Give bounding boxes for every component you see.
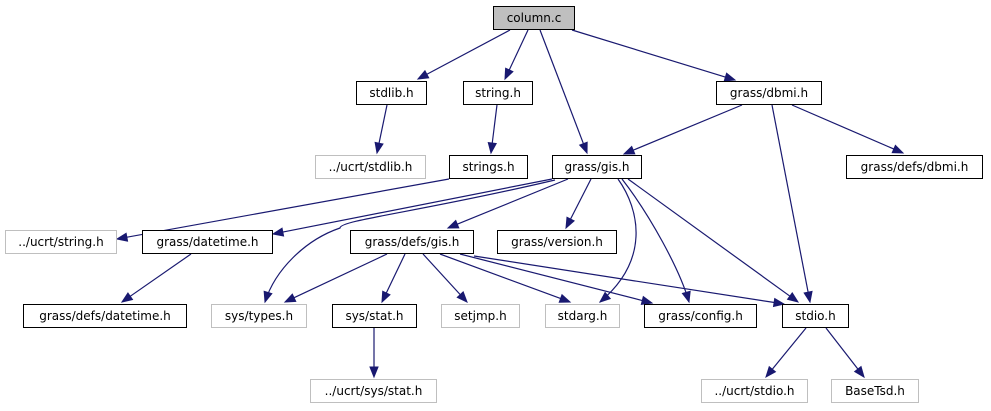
edge-grass-gis-h-to-stdio-h bbox=[627, 178, 792, 298]
edge-grass-gis-h-to-grass-version-h-arrowhead bbox=[565, 216, 575, 230]
edge-grass-defs-gis-h-to-stdarg-h-arrowhead bbox=[558, 293, 572, 303]
edge-grass-datetime-h-to-grass-defs-datetime-h bbox=[128, 253, 192, 298]
edge-strings-h-to-ucrt-string-h-arrowhead bbox=[115, 232, 129, 242]
edge-grass-defs-gis-h-to-setjmp-h bbox=[422, 253, 463, 297]
node-ucrt-stdlib-h: ../ucrt/stdlib.h bbox=[315, 155, 426, 179]
edge-grass-dbmi-h-to-grass-defs-dbmi-h-arrowhead bbox=[891, 144, 905, 154]
edge-column-c-to-string-h-arrowhead bbox=[504, 67, 514, 81]
edge-sys-stat-h-to-ucrt-sys-stat-h-arrowhead bbox=[369, 366, 379, 379]
edge-grass-defs-gis-h-to-stdio-h bbox=[473, 255, 777, 304]
edge-column-c-to-stdlib-h-arrowhead bbox=[416, 69, 430, 80]
edge-string-h-to-strings-h bbox=[491, 104, 498, 146]
edge-grass-gis-h-to-sys-types-h-arrowhead bbox=[263, 290, 273, 304]
node-grass-defs-gis-h[interactable]: grass/defs/gis.h bbox=[350, 230, 474, 254]
node-grass-defs-dbmi-h[interactable]: grass/defs/dbmi.h bbox=[846, 155, 983, 179]
node-grass-datetime-h[interactable]: grass/datetime.h bbox=[142, 230, 273, 254]
edge-grass-gis-h-to-grass-defs-gis-h bbox=[455, 178, 569, 226]
edge-column-c-to-grass-gis-h-arrowhead bbox=[578, 141, 588, 155]
node-grass-version-h[interactable]: grass/version.h bbox=[497, 230, 617, 254]
edge-stdlib-h-to-ucrt-stdlib-h bbox=[378, 104, 388, 146]
node-ucrt-stdio-h: ../ucrt/stdio.h bbox=[701, 379, 808, 403]
node-ucrt-string-h: ../ucrt/string.h bbox=[5, 230, 117, 254]
edge-grass-gis-h-to-grass-datetime-h-arrowhead bbox=[271, 227, 285, 237]
edge-column-c-to-grass-dbmi-h-arrowhead bbox=[723, 72, 737, 82]
node-grass-gis-h[interactable]: grass/gis.h bbox=[552, 155, 642, 179]
node-column-c[interactable]: column.c bbox=[493, 6, 575, 30]
edge-grass-defs-gis-h-to-setjmp-h-arrowhead bbox=[456, 291, 468, 303]
edge-grass-dbmi-h-to-grass-gis-h bbox=[631, 104, 743, 152]
edge-column-c-to-grass-dbmi-h bbox=[571, 29, 728, 79]
node-sys-stat-h[interactable]: sys/stat.h bbox=[332, 304, 417, 328]
node-ucrt-sys-stat-h: ../ucrt/sys/stat.h bbox=[310, 379, 437, 403]
edge-stdio-h-to-ucrt-stdio-h bbox=[770, 327, 807, 372]
node-stdlib-h[interactable]: stdlib.h bbox=[356, 81, 427, 105]
edge-stdlib-h-to-ucrt-stdlib-h-arrowhead bbox=[374, 141, 384, 155]
node-basetsd-h: BaseTsd.h bbox=[831, 379, 919, 403]
edge-strings-h-to-ucrt-string-h bbox=[124, 178, 450, 239]
edge-grass-defs-gis-h-to-stdarg-h bbox=[439, 253, 563, 300]
node-setjmp-h: setjmp.h bbox=[441, 304, 520, 328]
edge-stdio-h-to-basetsd-h bbox=[825, 327, 860, 372]
node-strings-h[interactable]: strings.h bbox=[449, 155, 528, 179]
edge-grass-gis-h-to-grass-datetime-h bbox=[280, 178, 553, 234]
node-grass-defs-datetime-h[interactable]: grass/defs/datetime.h bbox=[23, 304, 187, 328]
edge-grass-gis-h-to-sys-types-h bbox=[264, 179, 556, 303]
edge-grass-defs-gis-h-to-sys-stat-h-arrowhead bbox=[381, 290, 391, 304]
edge-column-c-to-string-h bbox=[507, 29, 529, 73]
edge-grass-defs-gis-h-to-sys-types-h-arrowhead bbox=[283, 293, 297, 303]
edge-grass-defs-gis-h-to-sys-types-h bbox=[291, 253, 388, 300]
edge-grass-defs-gis-h-to-grass-config-h bbox=[459, 253, 645, 302]
edge-column-c-to-stdlib-h bbox=[424, 29, 511, 76]
edge-grass-defs-gis-h-to-stdio-h-arrowhead bbox=[772, 297, 786, 308]
edge-string-h-to-strings-h-arrowhead bbox=[487, 141, 498, 155]
edge-grass-gis-h-to-stdarg-h bbox=[599, 178, 637, 303]
edge-grass-gis-h-to-grass-config-h bbox=[621, 178, 690, 303]
edge-grass-gis-h-to-stdio-h-arrowhead bbox=[786, 292, 800, 303]
edge-grass-dbmi-h-to-grass-defs-dbmi-h bbox=[791, 104, 896, 151]
node-stdarg-h: stdarg.h bbox=[545, 304, 620, 328]
node-string-h[interactable]: string.h bbox=[463, 81, 533, 105]
node-grass-config-h[interactable]: grass/config.h bbox=[644, 304, 757, 328]
edge-grass-dbmi-h-to-grass-gis-h-arrowhead bbox=[622, 145, 636, 155]
edge-grass-defs-gis-h-to-sys-stat-h bbox=[384, 253, 406, 296]
edge-grass-gis-h-to-stdarg-h-arrowhead bbox=[598, 291, 612, 303]
edge-grass-gis-h-to-grass-version-h bbox=[569, 178, 592, 222]
node-sys-types-h: sys/types.h bbox=[211, 304, 307, 328]
edge-grass-gis-h-to-grass-config-h-arrowhead bbox=[681, 290, 691, 304]
edge-grass-datetime-h-to-grass-defs-datetime-h-arrowhead bbox=[120, 292, 134, 303]
edge-grass-dbmi-h-to-stdio-h-arrowhead bbox=[803, 290, 813, 304]
node-grass-dbmi-h[interactable]: grass/dbmi.h bbox=[716, 81, 822, 105]
edge-stdio-h-to-ucrt-stdio-h-arrowhead bbox=[765, 365, 777, 379]
edge-column-c-to-grass-gis-h bbox=[539, 29, 585, 146]
edge-grass-dbmi-h-to-stdio-h bbox=[771, 104, 810, 295]
edge-stdio-h-to-basetsd-h-arrowhead bbox=[853, 365, 865, 379]
edge-grass-defs-gis-h-to-grass-config-h-arrowhead bbox=[640, 295, 654, 305]
edge-grass-gis-h-to-grass-defs-gis-h-arrowhead bbox=[446, 219, 460, 229]
node-stdio-h[interactable]: stdio.h bbox=[782, 304, 849, 328]
